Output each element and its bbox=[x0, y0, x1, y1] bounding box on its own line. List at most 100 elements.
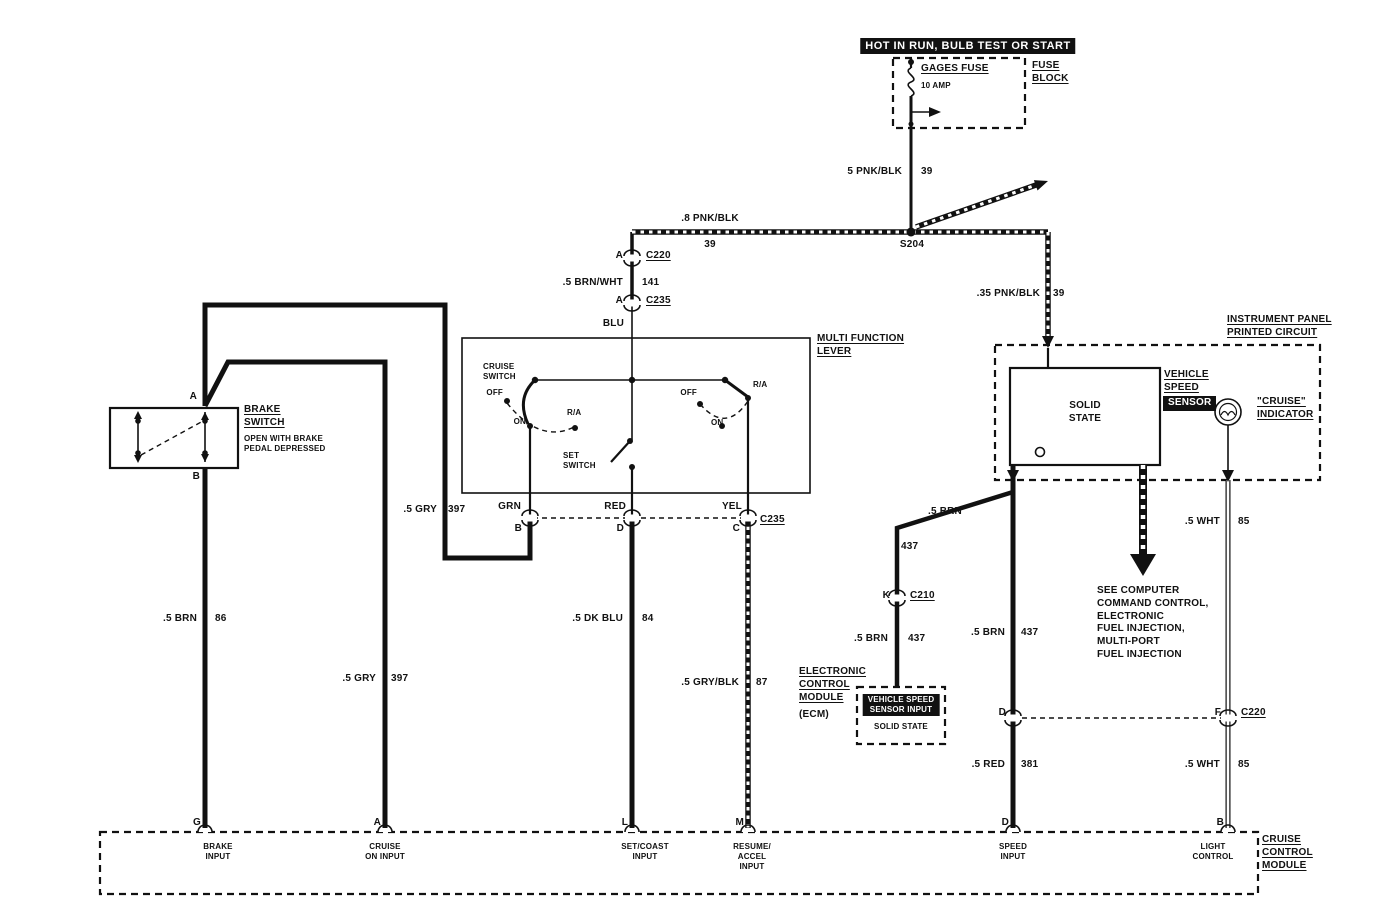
vss-label: VEHICLE SPEED bbox=[1164, 369, 1209, 393]
resume-switch-travel bbox=[699, 400, 749, 419]
s204-offpage-arrow-head bbox=[1033, 180, 1048, 191]
cruise-switch-blade bbox=[521, 378, 537, 425]
pin-f-c220: F bbox=[1214, 707, 1221, 718]
circuit-437-b: 437 bbox=[908, 633, 926, 644]
solid-state-port bbox=[1034, 446, 1046, 458]
gry-wire-397-upper bbox=[202, 302, 533, 561]
circuit-39-c: 39 bbox=[1053, 288, 1065, 299]
speed-arrow-head bbox=[1007, 470, 1019, 482]
terminal-m: M bbox=[735, 817, 744, 828]
wire-5-gry-b: .5 GRY bbox=[342, 673, 376, 684]
resume-on-label: ON bbox=[711, 418, 724, 427]
connector-c210: C210 bbox=[910, 590, 935, 601]
gry-wire-397-lower bbox=[202, 359, 388, 832]
set-switch-blade bbox=[610, 440, 631, 463]
s204-offpage-line bbox=[915, 182, 1037, 230]
brake-blade-dashed bbox=[140, 420, 204, 456]
circuit-437-c: 437 bbox=[1021, 627, 1039, 638]
indicator-filament bbox=[1220, 410, 1236, 417]
brake-switch-note: OPEN WITH BRAKE PEDAL DEPRESSED bbox=[244, 434, 326, 454]
wire-5-brn-c: .5 BRN bbox=[854, 633, 888, 644]
arrowheads bbox=[134, 107, 1234, 576]
cruise-ra-label: R/A bbox=[567, 408, 582, 417]
cruise-control-module-label: CRUISE CONTROL MODULE bbox=[1262, 834, 1313, 871]
ecm-label: ELECTRONIC CONTROL MODULE bbox=[799, 666, 866, 703]
fuse-block-label: FUSE BLOCK bbox=[1032, 60, 1069, 84]
ecm-box-text: VEHICLE SPEED SENSOR INPUT bbox=[862, 694, 940, 717]
brake-switch-label: BRAKE SWITCH bbox=[244, 404, 285, 428]
cruise-on-label: ON bbox=[513, 417, 526, 426]
circuit-87: 87 bbox=[756, 677, 768, 688]
input-resume-accel: RESUME/ ACCEL INPUT bbox=[733, 842, 771, 872]
fuse-block-box bbox=[891, 56, 1027, 130]
circuit-141: 141 bbox=[642, 277, 660, 288]
fuse-rating-label: 10 AMP bbox=[921, 81, 951, 90]
wire-5-brn-d: .5 BRN bbox=[971, 627, 1005, 638]
vss-sensor-label: SENSOR bbox=[1163, 396, 1217, 411]
pin-b-c235: B bbox=[514, 523, 522, 534]
cruise-switch-travel bbox=[506, 402, 575, 433]
multi-function-lever-label: MULTI FUNCTION LEVER bbox=[817, 333, 905, 357]
wire-overlays bbox=[632, 183, 1230, 832]
resume-ra-label: R/A bbox=[753, 380, 768, 389]
terminal-g: G bbox=[193, 817, 201, 828]
pin-d-c235: D bbox=[616, 523, 624, 534]
cruise-control-module-box bbox=[98, 830, 1260, 896]
input-light-control: LIGHT CONTROL bbox=[1192, 842, 1234, 862]
cruise-off-label: OFF bbox=[486, 388, 503, 397]
pin-b-brake: B bbox=[192, 471, 200, 482]
circuit-39-b: 39 bbox=[704, 239, 716, 250]
input-speed: SPEED INPUT bbox=[998, 842, 1028, 862]
see-note-arrow-head bbox=[1130, 554, 1156, 576]
wire-5-wht-a: .5 WHT bbox=[1184, 516, 1220, 527]
wire-5-dk-blu: .5 DK BLU bbox=[572, 613, 623, 624]
multi-function-lever-box bbox=[461, 337, 811, 494]
wire-5-brn-a: .5 BRN bbox=[163, 613, 197, 624]
wire-red: RED bbox=[604, 501, 626, 512]
connector-c220-bottom: C220 bbox=[1241, 707, 1266, 718]
ip-entry-arrow-head bbox=[1042, 336, 1054, 348]
brake-arrow-2 bbox=[134, 455, 142, 463]
connector-c220-top: C220 bbox=[646, 250, 671, 261]
wire-grn: GRN bbox=[498, 501, 521, 512]
ecm-label-abbr: (ECM) bbox=[799, 709, 829, 720]
set-switch-label: SET SWITCH bbox=[563, 451, 596, 471]
gages-fuse-label: GAGES FUSE bbox=[921, 63, 989, 74]
connector-c235-top: C235 bbox=[646, 295, 671, 306]
pin-a-brake: A bbox=[189, 391, 197, 402]
pin-a-c220: A bbox=[615, 250, 623, 261]
wire-5-wht-b: .5 WHT bbox=[1184, 759, 1220, 770]
circuit-397-a: 397 bbox=[448, 504, 466, 515]
hot-run-label: HOT IN RUN, BULB TEST OR START bbox=[860, 38, 1076, 55]
input-brake: BRAKE INPUT bbox=[203, 842, 233, 862]
splice-s204-label: S204 bbox=[899, 239, 925, 250]
circuit-85-a: 85 bbox=[1238, 516, 1250, 527]
pin-d-c220: D bbox=[998, 707, 1006, 718]
wire-8-pnk-blk: .8 PNK/BLK bbox=[681, 213, 739, 224]
fuse-element bbox=[907, 67, 915, 97]
wire-blu: BLU bbox=[602, 318, 624, 329]
brake-arrow-3 bbox=[201, 412, 209, 420]
terminal-a: A bbox=[373, 817, 381, 828]
brake-arrow-1 bbox=[134, 411, 142, 419]
ecm-box-text-2: SOLID STATE bbox=[874, 722, 928, 731]
circuit-39-a: 39 bbox=[921, 166, 933, 177]
cruise-switch-label: CRUISE SWITCH bbox=[483, 362, 516, 382]
wire-5-gry-blk: .5 GRY/BLK bbox=[681, 677, 739, 688]
terminal-l: L bbox=[621, 817, 628, 828]
ecm-branch-wire bbox=[894, 489, 1014, 688]
wire-5-red: .5 RED bbox=[971, 759, 1005, 770]
brake-arrow-4 bbox=[201, 454, 209, 462]
circuit-397-b: 397 bbox=[391, 673, 409, 684]
brake-switch-box bbox=[108, 406, 240, 470]
circuit-85-b: 85 bbox=[1238, 759, 1250, 770]
resume-off-label: OFF bbox=[680, 388, 697, 397]
wire-yel: YEL bbox=[721, 501, 742, 512]
instrument-panel-box bbox=[993, 343, 1322, 482]
terminal-b: B bbox=[1216, 817, 1224, 828]
resume-switch-blade bbox=[724, 378, 749, 399]
solid-state-label: SOLID STATE bbox=[1068, 400, 1102, 424]
